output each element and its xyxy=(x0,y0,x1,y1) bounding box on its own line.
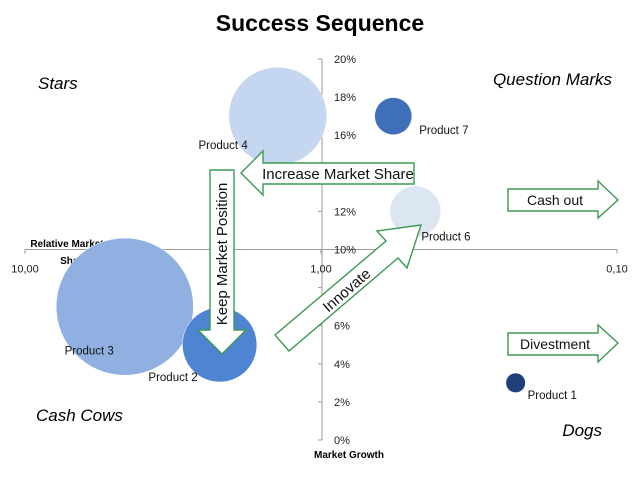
bubble-label: Product 4 xyxy=(199,140,249,152)
bubble-label: Product 3 xyxy=(65,346,114,358)
arrow-cash-out xyxy=(507,179,620,220)
quadrant-label-cash-cows: Cash Cows xyxy=(36,406,123,425)
y-tick-label: 16% xyxy=(334,130,356,142)
arrow-keep-market-position xyxy=(196,169,248,355)
bubbles-layer: Product 1 Product 2 Product 3 Product 4 Prod… xyxy=(55,66,577,402)
bubble-label: Product 2 xyxy=(148,372,197,384)
arrow-label: Cash out xyxy=(527,192,583,208)
quadrant-label-stars: Stars xyxy=(38,74,78,93)
bubble-label: Product 7 xyxy=(419,125,468,137)
bubble-product-3 xyxy=(55,237,194,376)
y-axis-title: Market Growth xyxy=(314,450,384,461)
bubble-label: Product 6 xyxy=(421,231,470,243)
x-tick-label: 0,10 xyxy=(606,264,627,276)
y-tick-label: 10% xyxy=(334,245,356,257)
arrow-divestment xyxy=(507,323,620,364)
y-tick-label: 2% xyxy=(334,397,350,409)
arrow-label: Divestment xyxy=(520,336,590,352)
x-tick-label: 10,00 xyxy=(11,264,39,276)
arrow-increase-market-share xyxy=(240,149,415,197)
arrow-label: Keep Market Position xyxy=(214,183,231,326)
y-tick-label: 0% xyxy=(334,435,350,447)
arrow-label: Increase Market Share xyxy=(262,166,414,183)
y-tick-label: 20% xyxy=(334,54,356,66)
y-tick-label: 6% xyxy=(334,321,350,333)
bubble-product-1 xyxy=(505,372,526,393)
x-tick-label: 1,00 xyxy=(310,264,331,276)
arrow-innovate xyxy=(274,224,423,352)
bubble-label: Product 1 xyxy=(528,390,577,402)
quadrant-label-dogs: Dogs xyxy=(562,421,602,440)
chart-title: Success Sequence xyxy=(216,10,424,36)
y-tick-label: 4% xyxy=(334,359,350,371)
quadrant-label-question-marks: Question Marks xyxy=(493,70,613,89)
y-tick-label: 18% xyxy=(334,92,356,104)
y-tick-label: 12% xyxy=(334,206,356,218)
bubble-product-7 xyxy=(374,97,413,136)
